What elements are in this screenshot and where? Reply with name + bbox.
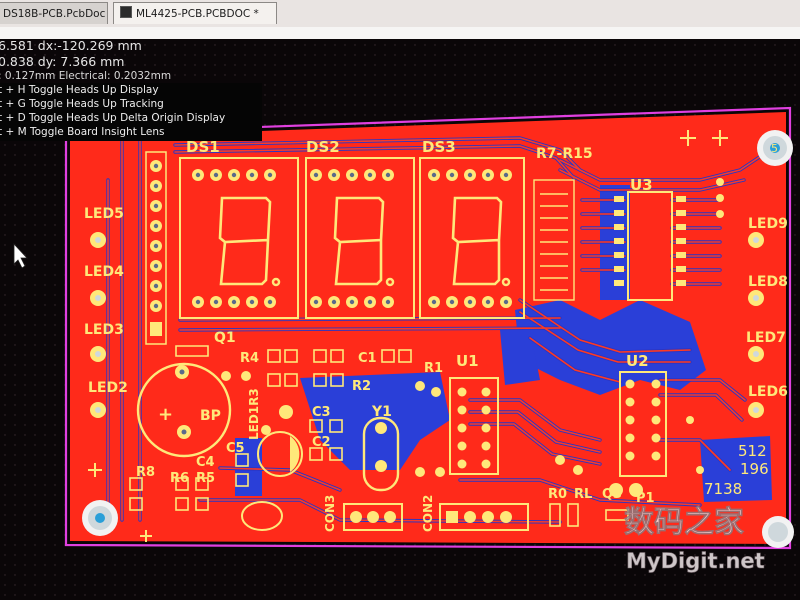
label-led1r3: LED1R3 bbox=[247, 388, 261, 440]
label-r1: R1 bbox=[424, 361, 443, 376]
hud-shortcut-panel: t + H Toggle Heads Up Display t + G Togg… bbox=[0, 83, 262, 141]
label-led7: LED7 bbox=[746, 330, 786, 346]
transistor-q3 bbox=[609, 483, 643, 497]
label-q3: Q3 bbox=[602, 487, 622, 502]
label-c1: C1 bbox=[358, 351, 377, 366]
ic-u2 bbox=[619, 371, 667, 477]
document-tab-bar: DS18B-PCB.PcbDoc ML4425-PCB.PCBDOC * bbox=[0, 0, 800, 28]
pad-label-5: 5 bbox=[771, 142, 778, 155]
hud-shortcut-delta: t + D Toggle Heads Up Delta Origin Displ… bbox=[0, 112, 226, 124]
label-r0: R0 bbox=[548, 487, 567, 502]
transistor-q1 bbox=[175, 345, 209, 357]
label-r5: R5 bbox=[196, 471, 215, 486]
led-pads-left bbox=[90, 232, 106, 418]
tab-label: ML4425-PCB.PCBDOC * bbox=[136, 8, 259, 20]
hud-shortcut-lens: t + M Toggle Board Insight Lens bbox=[0, 126, 165, 138]
hud-y-coordinate: 0.838 dy: 7.366 mm bbox=[0, 54, 125, 69]
con2 bbox=[439, 503, 529, 531]
tab-ds18b-pcb[interactable]: DS18B-PCB.PcbDoc bbox=[0, 2, 108, 24]
label-y1: Y1 bbox=[371, 404, 392, 420]
label-r6: R6 bbox=[170, 471, 189, 486]
ic-u3 bbox=[614, 191, 686, 301]
hud-shortcut-tracking: t + G Toggle Heads Up Tracking bbox=[0, 98, 164, 110]
label-r8: R8 bbox=[136, 465, 155, 480]
mouse-cursor-icon bbox=[13, 242, 28, 269]
label-plus: + bbox=[158, 404, 173, 425]
label-r4: R4 bbox=[240, 351, 259, 366]
label-led9: LED9 bbox=[748, 216, 788, 232]
pcb-doc-icon bbox=[120, 6, 132, 18]
display-pad-holes bbox=[195, 172, 509, 305]
watermark-cn: 数码之家 bbox=[624, 505, 744, 540]
label-q1: Q1 bbox=[214, 330, 236, 346]
crystal-y1 bbox=[362, 416, 400, 492]
board-marking: 512 196 7138 bbox=[704, 442, 769, 498]
silkscreen-labels: DS1 DS2 DS3 R7-R15 U3 U2 U1 Q1 Q3 LED5 L… bbox=[84, 138, 788, 532]
label-bp: BP bbox=[200, 408, 221, 424]
footprint-bottom bbox=[241, 501, 283, 531]
rp1-header bbox=[145, 151, 167, 345]
hud-snap-info: : 0.127mm Electrical: 0.2032mm bbox=[0, 70, 172, 82]
label-con2: CON2 bbox=[421, 495, 435, 532]
label-c4: C4 bbox=[196, 455, 215, 470]
fiducial-marks bbox=[88, 130, 728, 542]
hud-shortcut-display: t + H Toggle Heads Up Display bbox=[0, 84, 159, 96]
label-c2: C2 bbox=[312, 435, 331, 450]
cap-led1 bbox=[257, 405, 303, 477]
marking-196: 196 bbox=[740, 460, 769, 478]
seven-segment-displays bbox=[179, 157, 525, 319]
hud-x-coordinate: 6.581 dx:-120.269 mm bbox=[0, 38, 142, 53]
label-led2: LED2 bbox=[88, 380, 128, 396]
label-p1: P1 bbox=[636, 491, 655, 506]
con3 bbox=[343, 503, 403, 531]
marking-7138: 7138 bbox=[704, 480, 742, 498]
label-led8: LED8 bbox=[748, 274, 788, 290]
label-c5: C5 bbox=[226, 441, 245, 456]
watermark-en: MyDigit.net bbox=[626, 549, 765, 573]
tab-label: DS18B-PCB.PcbDoc bbox=[3, 8, 106, 20]
label-u2: U2 bbox=[626, 352, 649, 370]
label-led3: LED3 bbox=[84, 322, 124, 338]
label-ds3: DS3 bbox=[422, 138, 456, 156]
digit-dp bbox=[271, 277, 511, 287]
label-led6: LED6 bbox=[748, 384, 788, 400]
label-led5: LED5 bbox=[84, 206, 124, 222]
label-con3: CON3 bbox=[323, 495, 337, 532]
label-led4: LED4 bbox=[84, 264, 124, 280]
mounting-hole-bottom-left bbox=[82, 500, 118, 536]
vias bbox=[221, 178, 724, 477]
marking-512: 512 bbox=[738, 442, 767, 460]
mounting-hole-bottom-right bbox=[762, 516, 794, 548]
label-u1: U1 bbox=[456, 352, 479, 370]
label-ds2: DS2 bbox=[306, 138, 340, 156]
buzzer-bp bbox=[136, 362, 232, 458]
watermark: 数码之家 MyDigit.net bbox=[624, 505, 765, 574]
label-u3: U3 bbox=[630, 176, 653, 194]
label-r7-r15: R7-R15 bbox=[536, 146, 593, 162]
resistor-network bbox=[533, 179, 575, 301]
label-r2: R2 bbox=[352, 379, 371, 394]
led-pads-right bbox=[748, 232, 764, 418]
digit-segments bbox=[218, 196, 503, 286]
label-c3: C3 bbox=[312, 405, 331, 420]
ic-u1 bbox=[449, 377, 499, 475]
smd-pads bbox=[129, 349, 629, 527]
mounting-hole-top-right bbox=[757, 130, 793, 166]
label-rl: RL bbox=[574, 487, 592, 502]
tab-ml4425-pcb[interactable]: ML4425-PCB.PCBDOC * bbox=[113, 2, 277, 24]
editor-top-strip bbox=[0, 27, 800, 39]
label-ds1: DS1 bbox=[186, 138, 220, 156]
